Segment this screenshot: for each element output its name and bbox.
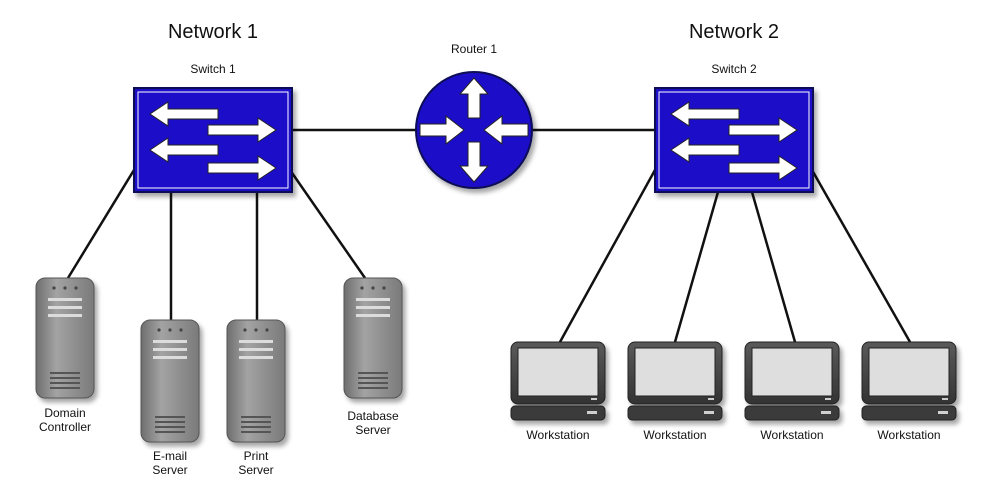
router-1 <box>415 71 533 189</box>
cables <box>66 128 912 343</box>
workstation-1 <box>510 341 606 421</box>
domain-controller-label-line1: Domain <box>44 406 86 420</box>
workstation-3 <box>744 341 840 421</box>
workstation-1-label: Workstation <box>526 428 590 442</box>
email-server-label-line1: E-mail <box>152 449 187 463</box>
workstation-2 <box>627 341 723 421</box>
database-server-label-line1: Database <box>347 409 399 423</box>
print-server-label-line2: Server <box>238 463 274 478</box>
database-server-label: Database Server <box>323 409 423 438</box>
server-email <box>140 319 200 443</box>
domain-controller-label: Domain Controller <box>15 406 115 435</box>
router-arrows-icon <box>419 77 529 183</box>
cable-switch1-database-server <box>288 169 367 279</box>
servers <box>35 277 403 443</box>
switch-1-label: Switch 1 <box>190 62 236 76</box>
network-2-title: Network 2 <box>688 21 780 43</box>
database-server-label-line2: Server <box>355 423 391 438</box>
router-1-label: Router 1 <box>450 42 498 56</box>
cable-switch2-workstation-4 <box>810 169 912 343</box>
switch-arrows-icon <box>149 101 277 181</box>
workstation-4 <box>861 341 957 421</box>
workstation-4-label: Workstation <box>877 428 941 442</box>
email-server-label: E-mail Server <box>120 449 220 478</box>
cable-switch2-workstation-3 <box>750 191 797 343</box>
workstation-2-label: Workstation <box>643 428 707 442</box>
workstation-3-label: Workstation <box>760 428 824 442</box>
cable-switch2-workstation-2 <box>673 191 720 343</box>
switch-1 <box>133 87 293 193</box>
cable-switch1-domain-controller <box>66 169 136 279</box>
network-1-title: Network 1 <box>167 21 259 43</box>
workstations <box>510 341 957 421</box>
cable-switch2-workstation-1 <box>558 169 657 343</box>
print-server-label-line1: Print <box>243 449 269 463</box>
switch-2-label: Switch 2 <box>711 62 757 76</box>
server-database <box>343 277 403 399</box>
email-server-label-line2: Server <box>152 463 188 478</box>
domain-controller-label-line2: Controller <box>38 420 92 435</box>
switch-arrows-icon <box>670 101 798 181</box>
switch-2 <box>654 87 814 193</box>
print-server-label: Print Server <box>206 449 306 478</box>
server-print <box>226 319 286 443</box>
server-domain-controller <box>35 277 95 399</box>
